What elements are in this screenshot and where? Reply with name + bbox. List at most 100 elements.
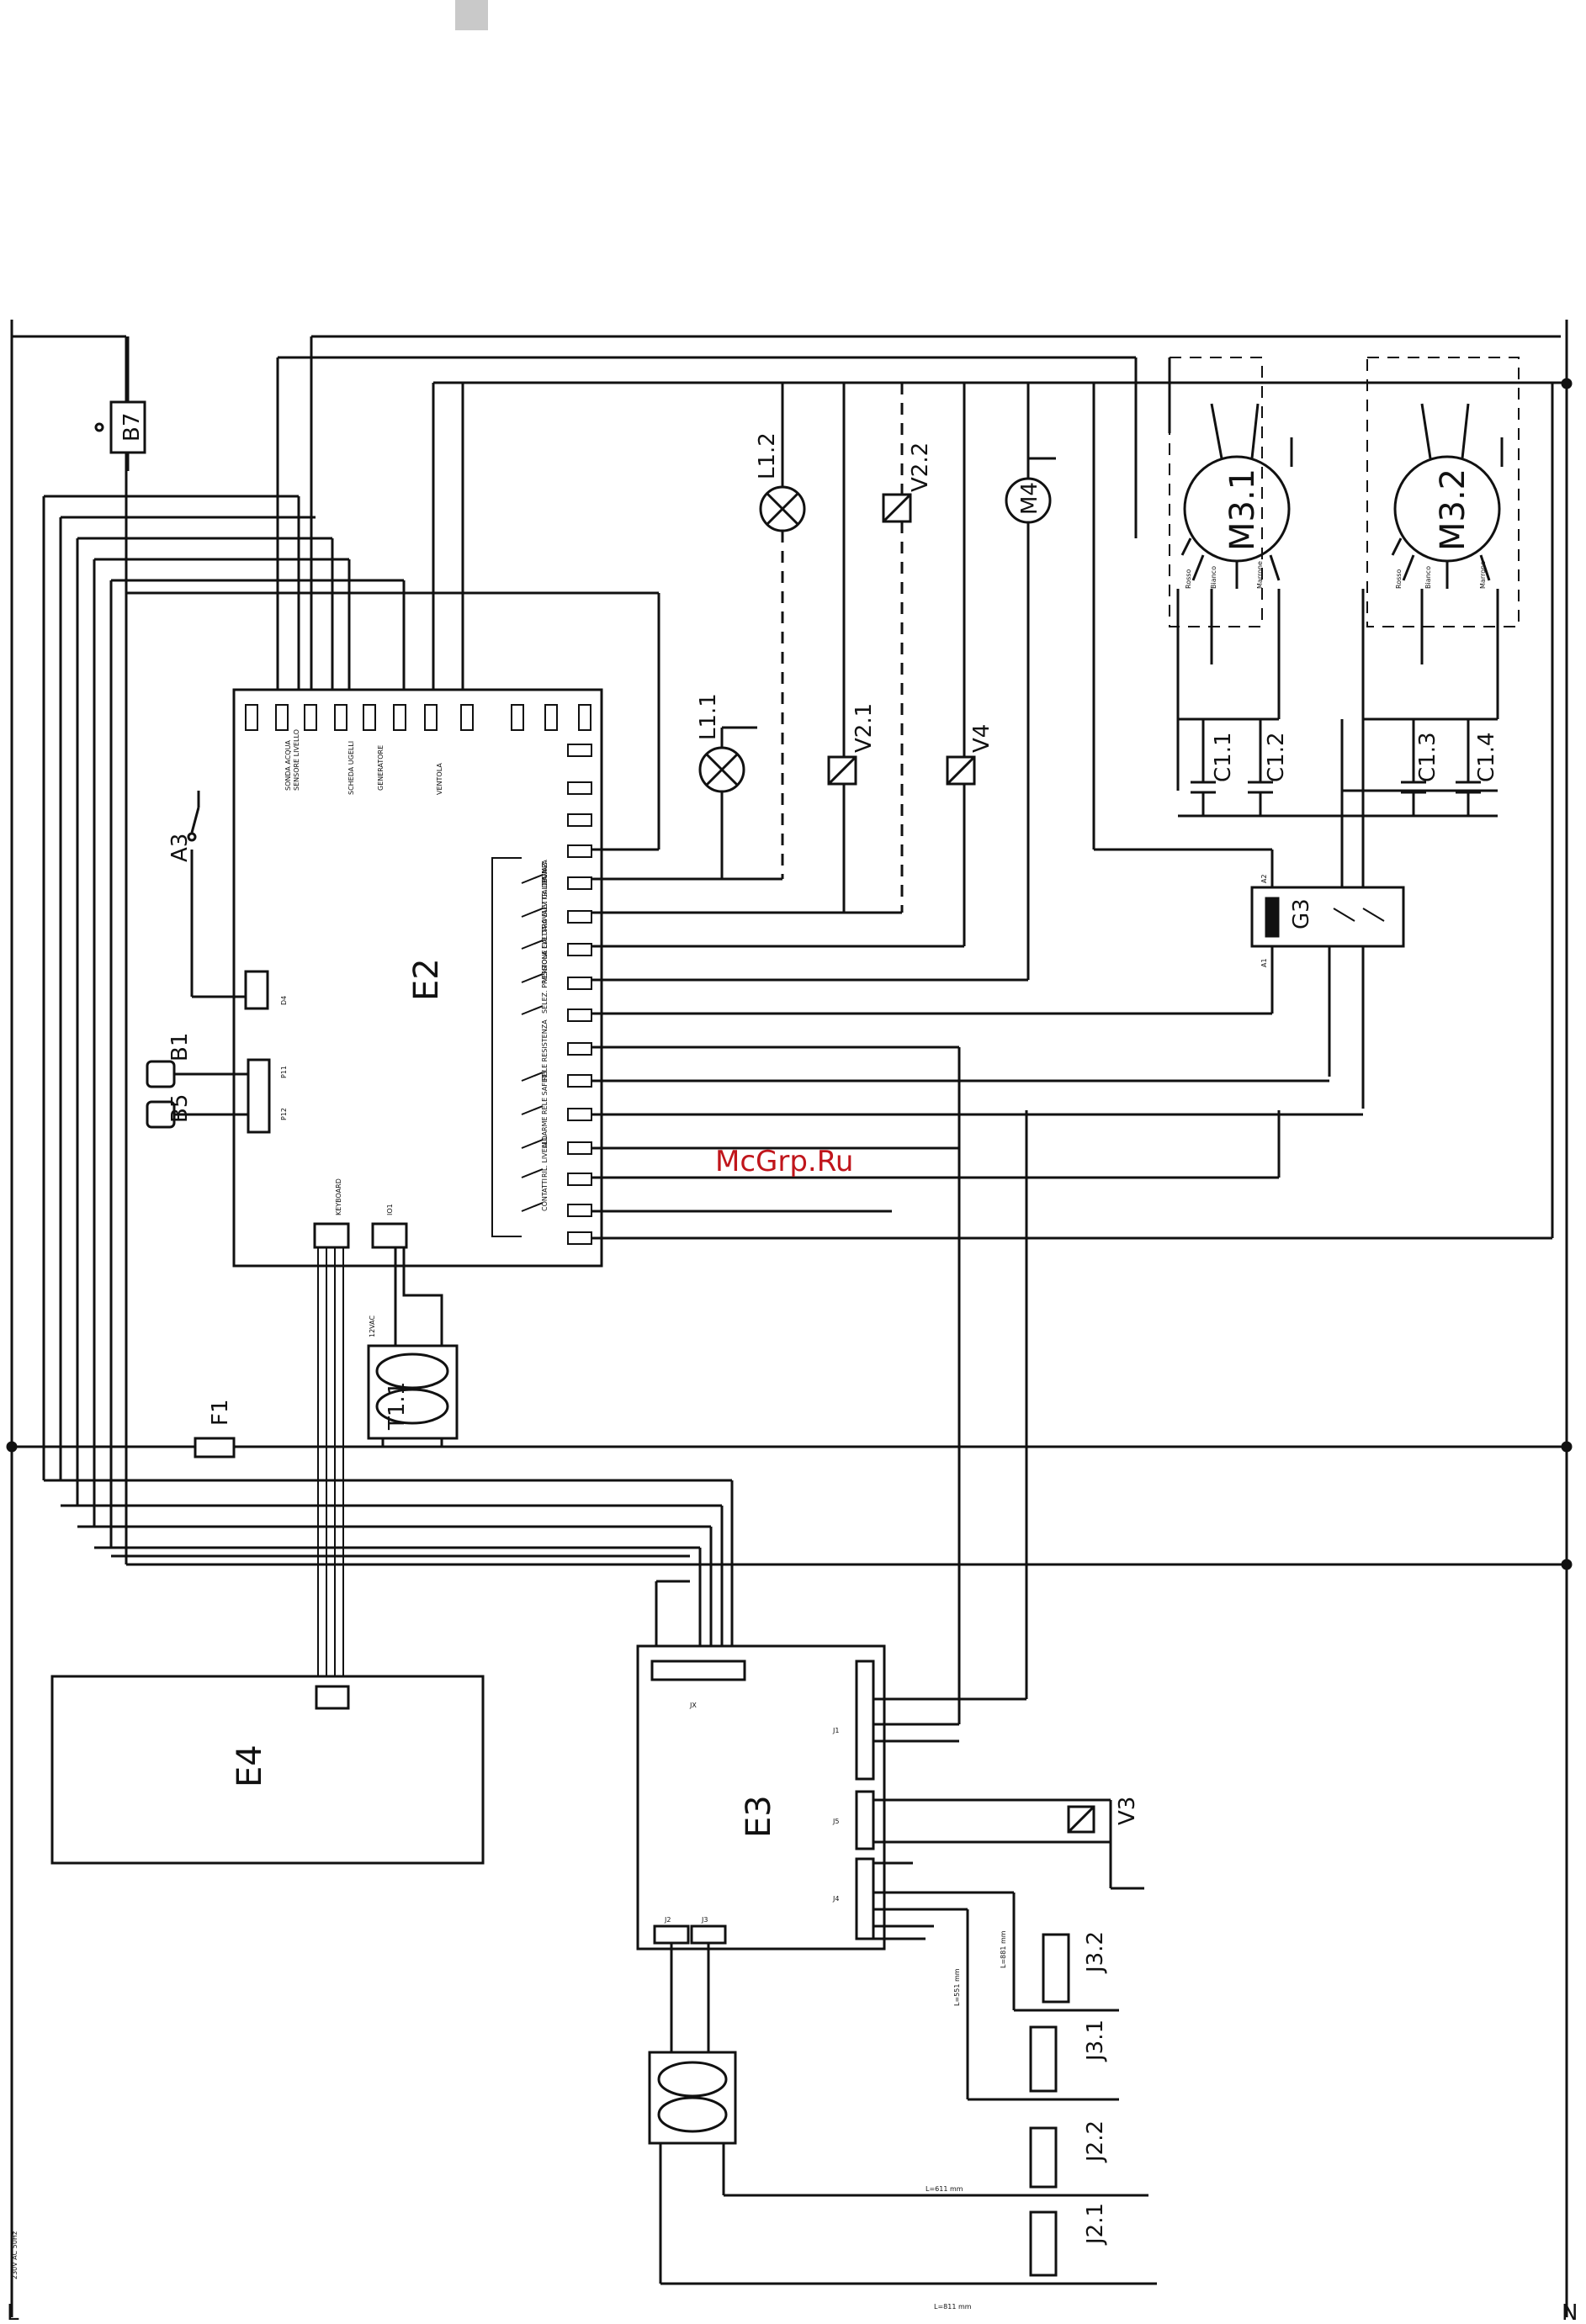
c11-label: C1.1 [1211, 732, 1236, 782]
e3-j4-connector [855, 1857, 875, 1940]
probe-j21 [1029, 2210, 1157, 2285]
c14-label: C1.4 [1474, 732, 1499, 782]
e3-j5-label: J5 [832, 1818, 839, 1825]
e2-top-note-2: SENSORE LIVELLO [293, 729, 300, 791]
e2-top-terminals [245, 704, 591, 731]
len-label-2: L=611 mm [926, 2185, 963, 2193]
g3-wiring [591, 383, 1385, 1109]
len-label-4: L=881 mm [1000, 1930, 1007, 1968]
valve-v22 [882, 383, 912, 913]
io1-connector [371, 1222, 408, 1249]
e3-j2-connector [653, 1924, 690, 1945]
a1-label: A1 [1260, 958, 1268, 967]
v21-label: V2.1 [851, 703, 877, 753]
m32-term-1: Rosso [1395, 569, 1403, 589]
lamp-l12 [759, 383, 806, 879]
keyboard-connector [313, 1222, 350, 1249]
v4-label: V4 [969, 724, 995, 753]
b7-sensor [94, 336, 146, 471]
j32-label: J3.2 [1083, 1931, 1108, 1974]
probe-b5 [146, 1100, 248, 1129]
a3-label: A3 [167, 834, 193, 862]
a3-switch [187, 791, 251, 998]
e3-j5-connector [855, 1790, 875, 1850]
motor-m32-frame [1366, 357, 1520, 627]
t1-label: T1.1 [385, 1382, 410, 1431]
line-label: L [7, 2300, 19, 2324]
e2-out-label-2: ELETTROVALV. CALDAIA [541, 869, 549, 949]
b1-label: B1 [167, 1033, 193, 1061]
e3-j1-label: J1 [832, 1727, 839, 1734]
probe-transformer [648, 1943, 1031, 2285]
keyboard-ribbon [317, 1247, 344, 1686]
m32-label: M3.2 [1434, 469, 1472, 551]
scan-corner-mark [455, 0, 488, 30]
e3-jx-label: JX [689, 1702, 697, 1709]
capacitor-c14 [1456, 719, 1481, 816]
lower-harness [44, 1479, 734, 1661]
len-label-1: L=811 mm [934, 2303, 972, 2311]
e2-out-label-10: CONTATTI [541, 1178, 549, 1211]
g3-label: G3 [1289, 898, 1314, 929]
g3-coil [1265, 897, 1280, 938]
e2-out-label-4: POMPA [541, 860, 549, 883]
valve-v4 [591, 383, 976, 948]
e2-out-label-1: SELEZ. PRESSIONE [541, 950, 549, 1014]
v3-label: V3 [1115, 1797, 1140, 1825]
e2-out-label-9: RIL. LIVELLO [541, 1136, 549, 1178]
neutral-label: N [1562, 2300, 1578, 2324]
io1-label: IO1 [386, 1204, 394, 1215]
l12-label: L1.2 [755, 432, 780, 479]
e3-jx-connector [650, 1660, 746, 1681]
supply-rails [10, 320, 1568, 2317]
e2-out-label-6: RELE RESISTENZA [541, 1019, 549, 1081]
e4-label: E4 [231, 1744, 269, 1787]
p11-label: P11 [280, 1066, 288, 1078]
b7-label: B7 [119, 413, 145, 442]
probe-j31 [1029, 2025, 1119, 2101]
m31-term-3: Marrone [1256, 561, 1264, 589]
c13-label: C1.3 [1415, 732, 1440, 782]
valve-v3 [1067, 1800, 1144, 1890]
j21-label: J2.1 [1083, 2203, 1108, 2246]
capacitor-c11 [1191, 719, 1216, 816]
keyboard-label: KEYBOARD [335, 1178, 342, 1215]
valve-v21 [591, 383, 902, 914]
e3-j3-label: J3 [701, 1916, 708, 1924]
p11-p12-connector [247, 1058, 271, 1134]
e2-output-wires [591, 383, 1554, 1724]
capacitor-bus [1178, 717, 1498, 892]
e3-right-wiring [873, 1697, 1111, 2101]
e3-j2-label: J2 [664, 1916, 671, 1924]
v22-label: V2.2 [908, 442, 933, 492]
e3-j3-connector [690, 1924, 727, 1945]
e3-label: E3 [740, 1795, 778, 1838]
b5-label: B5 [167, 1094, 193, 1123]
top-bus-wires [276, 335, 1567, 690]
capacitor-c12 [1248, 719, 1273, 816]
e3-j1-connector [855, 1660, 875, 1781]
probe-b1 [146, 1060, 248, 1088]
probe-j32 [1042, 1933, 1119, 2012]
m31-term-1: Rosso [1185, 569, 1192, 589]
d4-label: D4 [280, 996, 288, 1005]
c12-label: C1.2 [1264, 732, 1289, 782]
e3-board [636, 1644, 886, 1951]
e2-top-note-4: GENERATORE [377, 745, 385, 791]
len-label-3: L=551 mm [953, 1968, 961, 2006]
e2-out-label-8: ALLARME [541, 1116, 549, 1148]
e2-label: E2 [407, 958, 446, 1001]
e2-top-note-1: SONDA ACQUA [284, 740, 292, 791]
pump-m4 [591, 383, 1056, 982]
m32-term-2: Bianco [1424, 566, 1432, 589]
j22-label: J2.2 [1083, 2120, 1108, 2163]
e4-board [50, 1675, 485, 1865]
lamp-l11 [591, 726, 782, 881]
watermark: McGrp.Ru [715, 1145, 853, 1178]
d4-connector [244, 970, 269, 1010]
j31-label: J3.1 [1083, 2020, 1108, 2062]
m4-label: M4 [1017, 482, 1042, 515]
a2-label: A2 [1260, 874, 1268, 883]
e4-keyboard-connector [315, 1685, 350, 1710]
